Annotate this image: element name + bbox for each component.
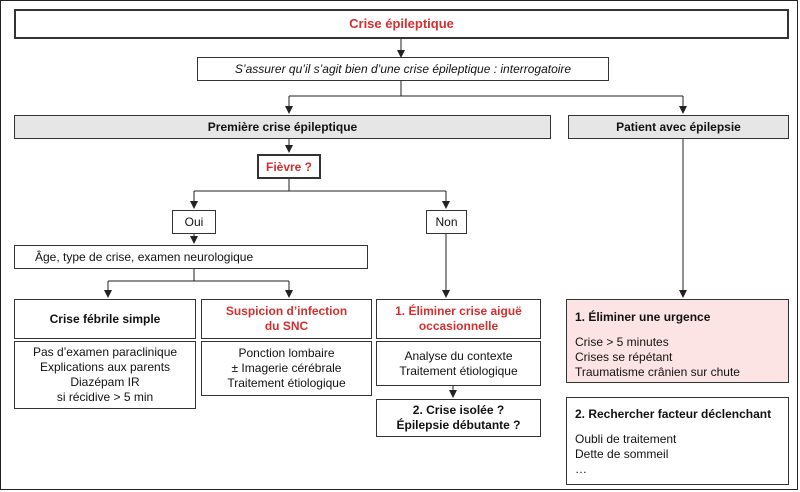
oui-label: Oui xyxy=(184,215,204,229)
facteur-line: Dette de sommeil xyxy=(575,447,669,461)
facteur-declenchant-box: 2. Rechercher facteur déclenchant Oubli … xyxy=(566,397,789,485)
suspicion-snc-details: Ponction lombaire ± Imagerie cérébrale T… xyxy=(201,341,372,396)
oui-box: Oui xyxy=(172,210,216,234)
fievre-label: Fièvre ? xyxy=(265,159,313,174)
facteur-line: … xyxy=(575,462,587,476)
patient-epilepsie-label: Patient avec épilepsie xyxy=(616,120,741,134)
eliminer-aigue-title-box: 1. Éliminer crise aiguë occasionnelle xyxy=(376,299,541,339)
facteur-title: 2. Rechercher facteur déclenchant xyxy=(575,407,772,421)
eliminer-aigue-title-line: occasionnelle xyxy=(418,319,499,333)
snc-line: ± Imagerie cérébrale xyxy=(231,361,342,375)
interrogatoire-label: S’assurer qu’il s’agit bien d’une crise … xyxy=(234,62,572,76)
age-examen-label: Âge, type de crise, examen neurologique xyxy=(35,250,254,264)
eliminer-urgence-box: 1. Éliminer une urgence Crise > 5 minute… xyxy=(566,299,789,383)
non-box: Non xyxy=(426,210,467,234)
crise-label: Crise épileptique xyxy=(349,16,454,31)
interrogatoire-box: S’assurer qu’il s’agit bien d’une crise … xyxy=(197,57,609,81)
crise-header: Crise épileptique xyxy=(14,9,789,39)
crise-febrile-details: Pas d’examen paraclinique Explications a… xyxy=(14,341,196,409)
facteur-line: Oubli de traitement xyxy=(575,432,677,446)
aigue-line: Traitement étiologique xyxy=(399,363,518,378)
snc-line: Traitement étiologique xyxy=(227,376,346,390)
patient-epilepsie-header: Patient avec épilepsie xyxy=(568,115,789,139)
crise-isolee-line: Épilepsie débutante ? xyxy=(396,418,521,432)
snc-line: Ponction lombaire xyxy=(238,346,335,360)
eliminer-aigue-details: Analyse du contexte Traitement étiologiq… xyxy=(376,341,541,386)
suspicion-snc-title-line: du SNC xyxy=(264,319,309,333)
suspicion-snc-title-box: Suspicion d’infection du SNC xyxy=(201,299,372,339)
urgence-line: Crise > 5 minutes xyxy=(575,335,669,349)
urgence-title: 1. Éliminer une urgence xyxy=(575,310,711,324)
crise-febrile-title: Crise fébrile simple xyxy=(49,312,161,326)
eliminer-aigue-title-line: 1. Éliminer crise aiguë xyxy=(395,304,522,318)
urgence-line: Crises se répétant xyxy=(575,350,673,364)
suspicion-snc-title-line: Suspicion d’infection xyxy=(225,304,348,318)
premiere-crise-header: Première crise épileptique xyxy=(14,115,551,139)
crise-isolee-line: 2. Crise isolée ? xyxy=(412,403,505,417)
febrile-line: Pas d’examen paraclinique xyxy=(32,345,178,359)
non-label: Non xyxy=(435,215,458,229)
age-examen-box: Âge, type de crise, examen neurologique xyxy=(14,245,368,269)
febrile-line: Diazépam IR xyxy=(70,375,140,389)
aigue-line: Analyse du contexte xyxy=(404,348,513,363)
febrile-line: Explications aux parents xyxy=(39,360,171,374)
febrile-line: si récidive > 5 min xyxy=(56,390,154,404)
premiere-crise-label: Première crise épileptique xyxy=(207,120,358,134)
crise-febrile-title-box: Crise fébrile simple xyxy=(14,299,196,339)
crise-isolee-box: 2. Crise isolée ? Épilepsie débutante ? xyxy=(376,399,541,437)
urgence-line: Traumatisme crânien sur chute xyxy=(575,365,740,379)
fievre-box: Fièvre ? xyxy=(257,154,321,179)
